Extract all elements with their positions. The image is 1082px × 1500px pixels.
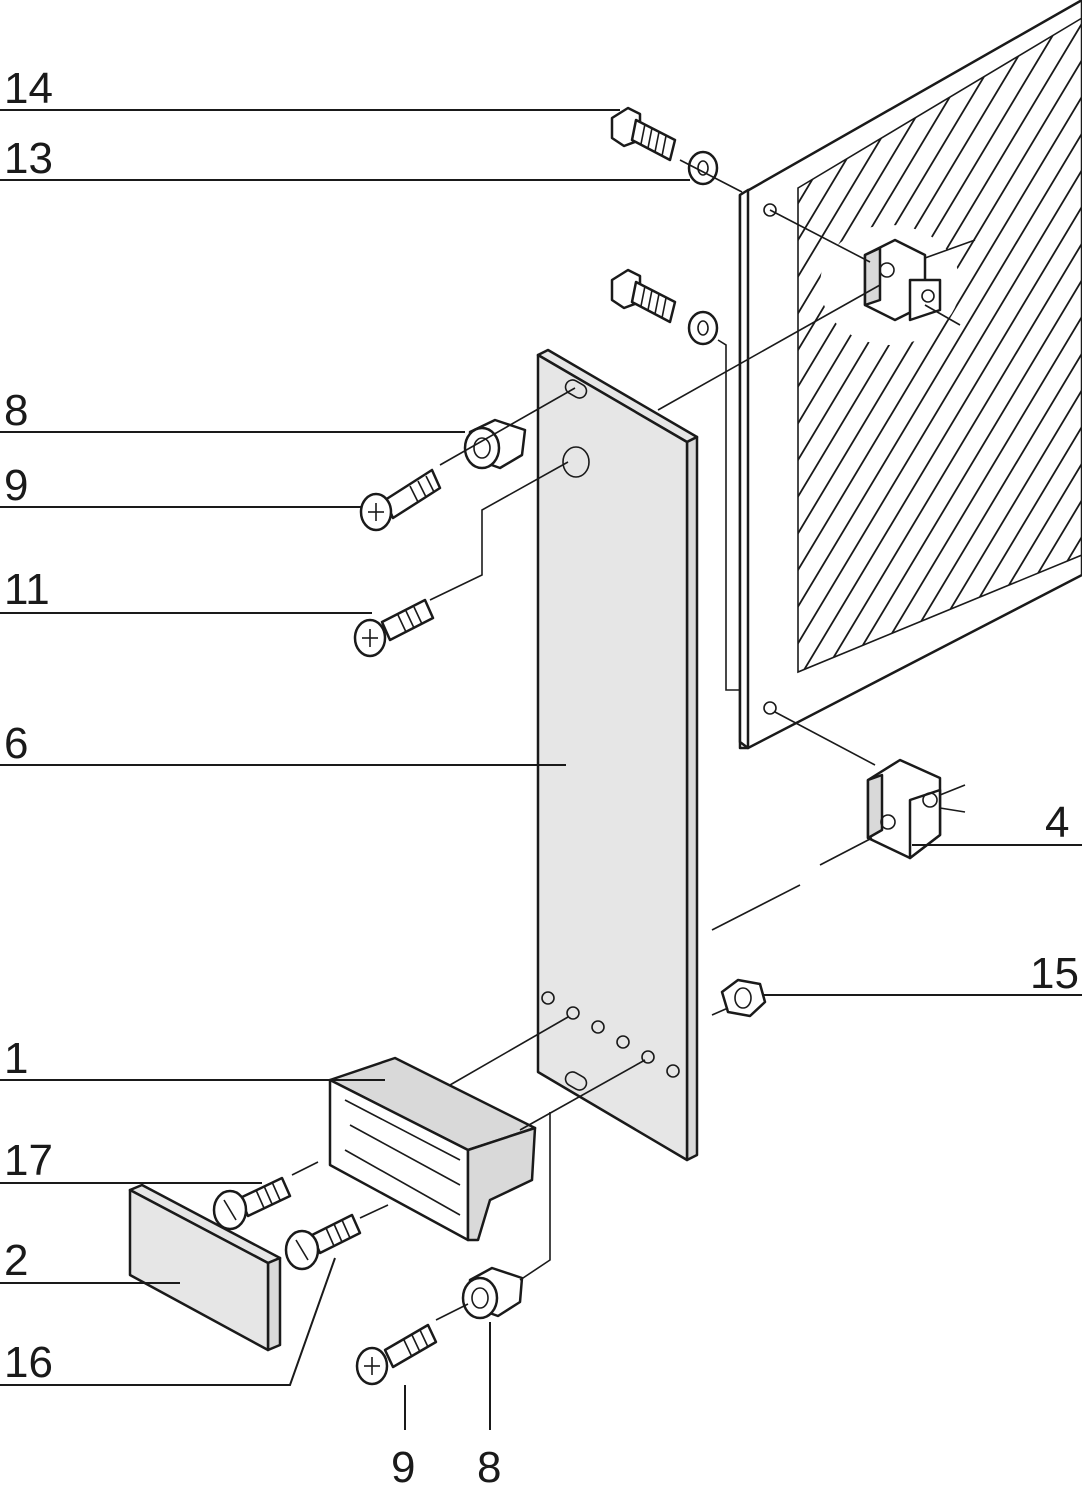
sleeve-8-lower (461, 1266, 524, 1320)
front-plate-6 (536, 348, 699, 1162)
callout-14: 14 (4, 64, 53, 113)
hatch-line (798, 18, 1082, 672)
callout-16: 16 (4, 1338, 53, 1387)
screw-14-lower (610, 268, 677, 324)
hatch-line (829, 18, 1082, 672)
screw-9-upper (359, 468, 442, 532)
callout-2: 2 (4, 1236, 28, 1285)
hatch-line (798, 18, 1075, 672)
panel-hole-top (763, 203, 777, 217)
hatch-line (798, 18, 1082, 672)
hatch-line (798, 18, 1082, 672)
slide-block-4 (866, 758, 966, 860)
nut-15 (720, 978, 767, 1018)
screw-9-lower (355, 1323, 438, 1386)
callout-17: 17 (4, 1136, 53, 1185)
callout-9-top: 9 (4, 461, 28, 510)
callout-4: 4 (1045, 798, 1069, 847)
callout-1: 1 (4, 1034, 28, 1083)
rear-panel (738, 0, 1082, 750)
hatch-line (798, 18, 1082, 672)
sleeve-8-upper (463, 418, 527, 470)
leader-16 (0, 1257, 336, 1386)
leader-lines (0, 109, 1082, 1430)
hatch-line (807, 18, 1082, 672)
callout-9-bottom: 9 (391, 1443, 415, 1492)
panel-hole-bottom (763, 701, 777, 715)
hatch-line (798, 18, 1082, 672)
screw-17 (212, 1176, 292, 1231)
hatch-line (798, 18, 1053, 672)
washer-13-upper (687, 150, 719, 186)
hatch-line (873, 18, 1082, 672)
hatch-line (798, 18, 1082, 672)
screw-14-upper (610, 106, 677, 162)
callout-8-bottom: 8 (477, 1443, 501, 1492)
hatch-line (917, 18, 1082, 672)
callout-8-top: 8 (4, 386, 28, 435)
assembly-lines (291, 159, 881, 1321)
hatch-line (798, 18, 1009, 672)
callout-11: 11 (4, 565, 50, 614)
callout-15: 15 (1030, 949, 1079, 998)
callout-labels: 14 13 8 9 11 6 4 15 1 17 2 16 9 8 (4, 64, 1079, 1492)
label-plate-2 (128, 1183, 282, 1352)
handle-1 (328, 1056, 537, 1242)
callout-6: 6 (4, 719, 28, 768)
hatch-line (939, 18, 1082, 672)
callout-13: 13 (4, 134, 53, 183)
hatch-line (851, 18, 1082, 672)
hatch-line (798, 18, 1031, 672)
screw-11 (353, 598, 435, 658)
washer-13-lower (687, 310, 719, 346)
hatch-line (895, 18, 1082, 672)
screw-16 (284, 1213, 362, 1271)
